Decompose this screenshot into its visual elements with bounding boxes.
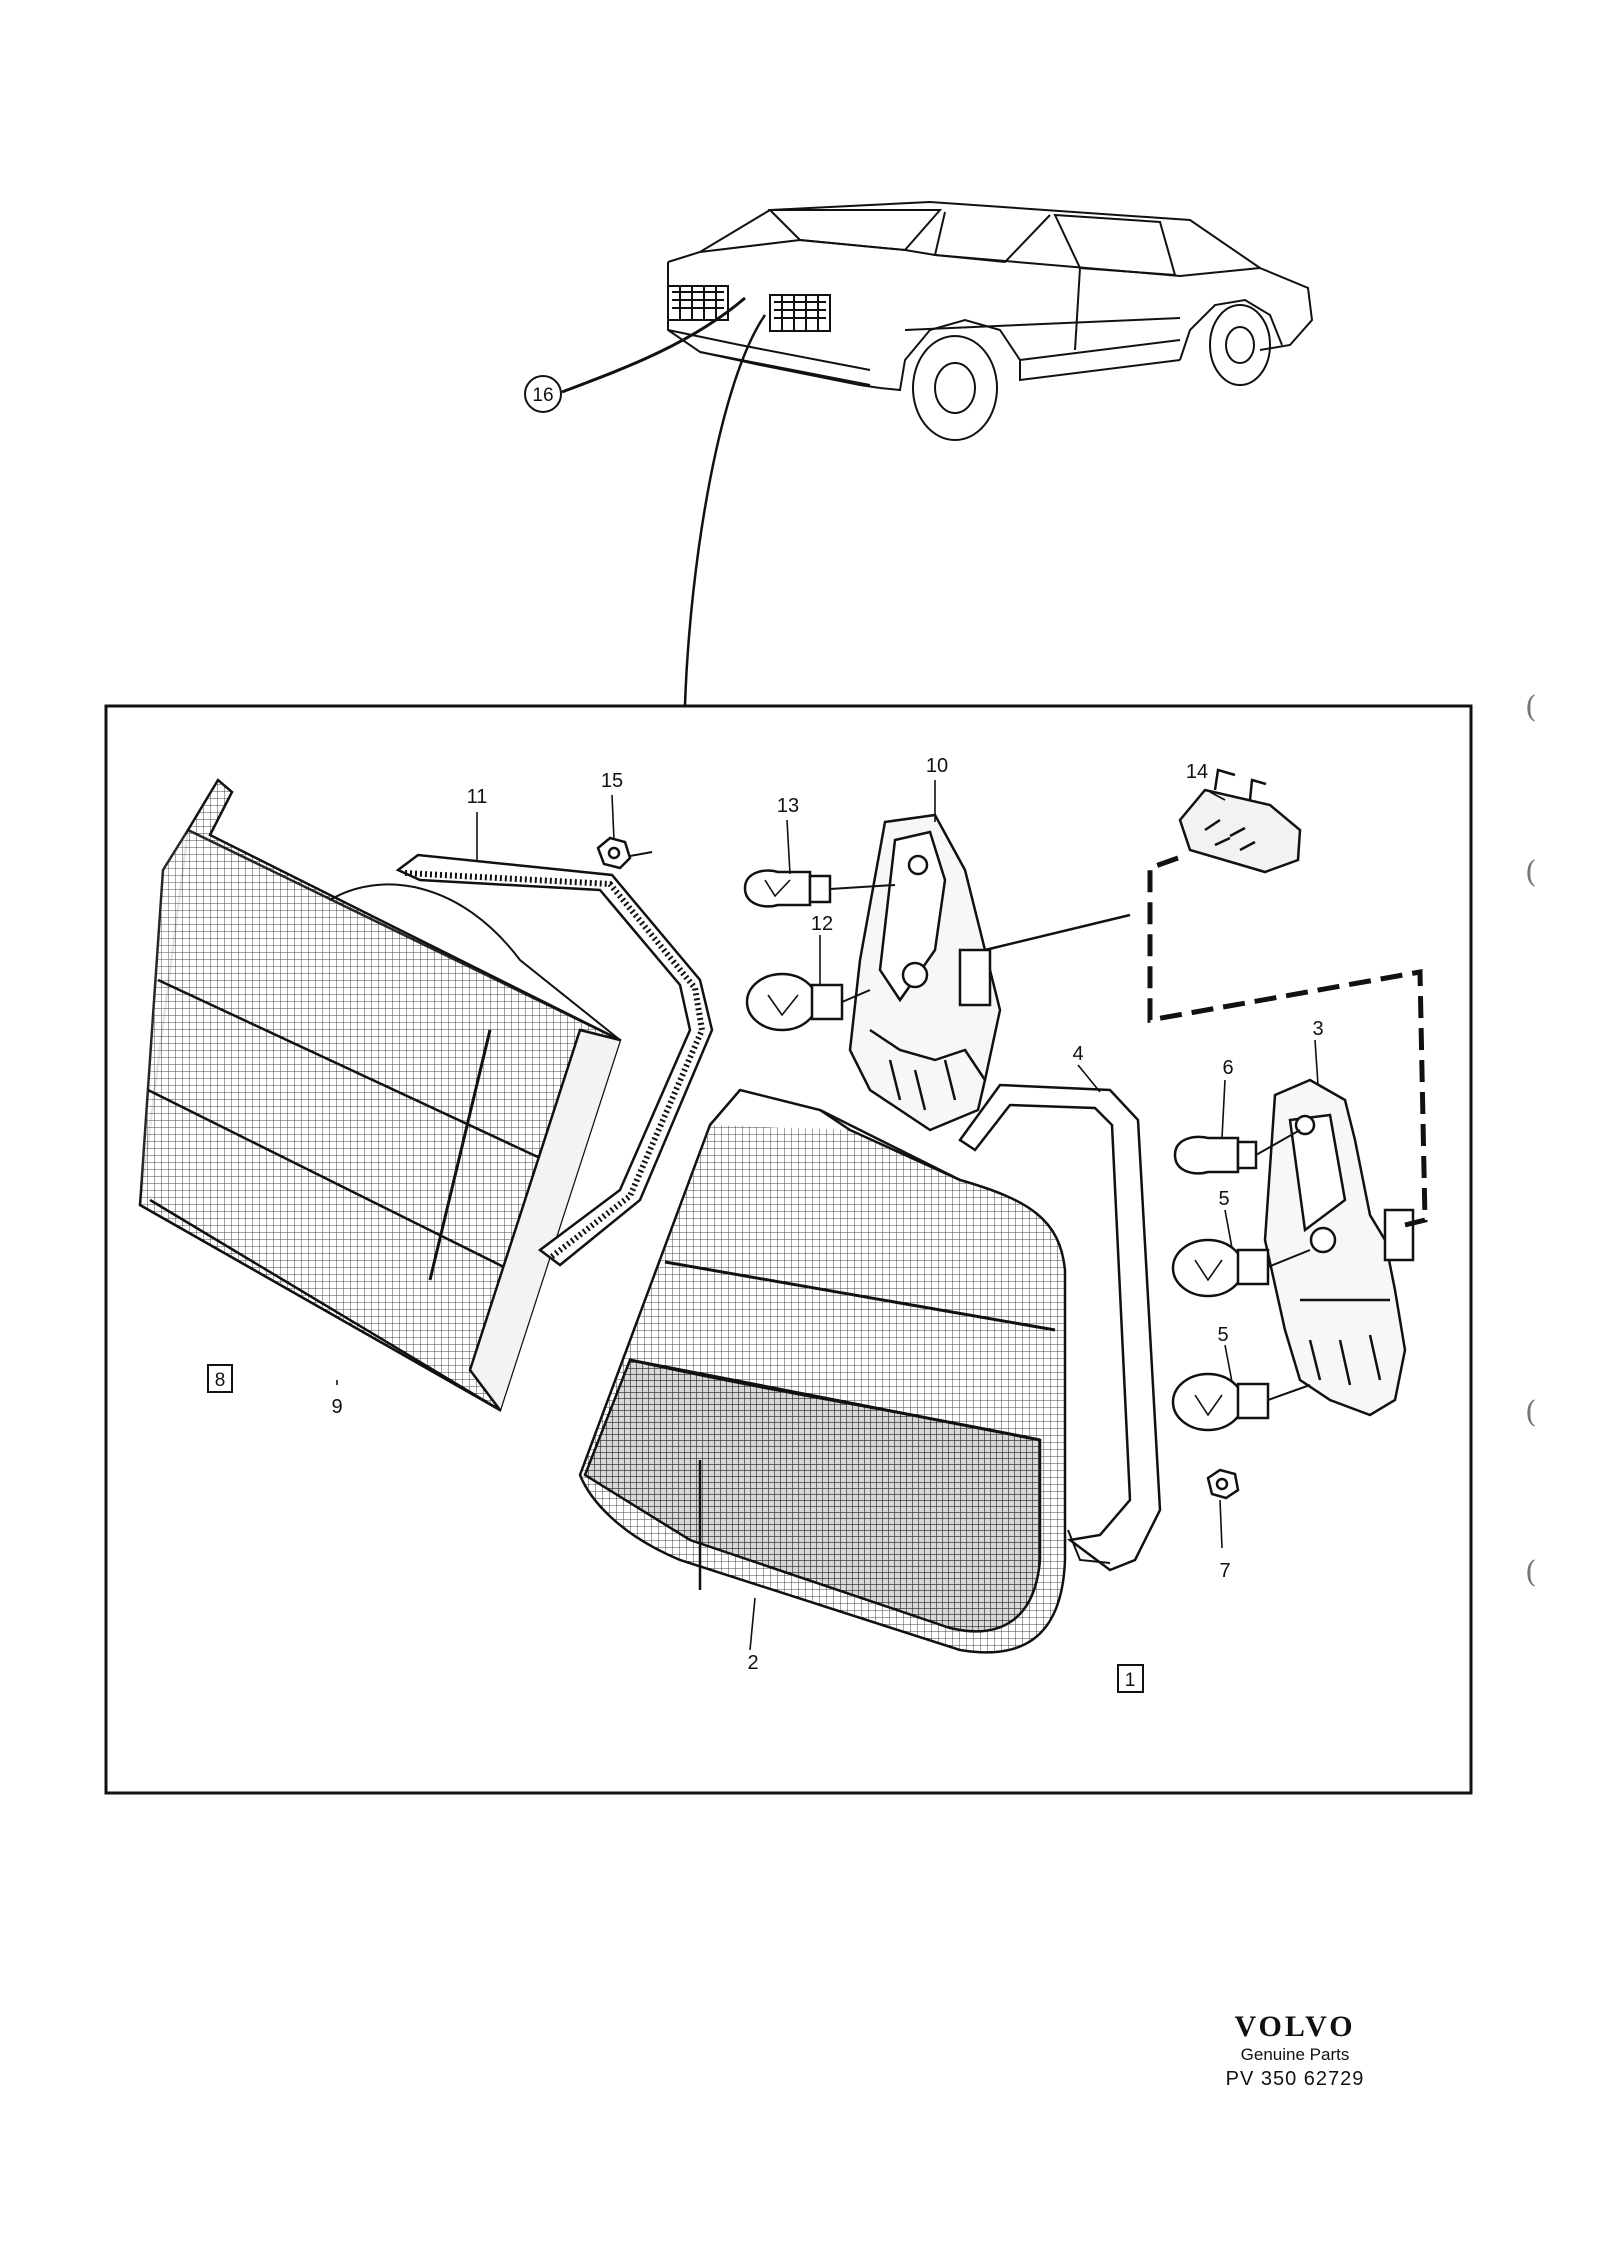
callout-16-label: 16	[532, 385, 553, 406]
bulb-6	[1173, 1129, 1301, 1175]
diagram-code: PV 350 62729	[1225, 2068, 1365, 2090]
callout-3: 3	[1312, 1018, 1323, 1040]
volvo-logo: VOLVO	[1234, 2010, 1356, 2043]
callout-7: 7	[1219, 1560, 1230, 1582]
callout-box-8: 8	[207, 1364, 233, 1393]
callout-14: 14	[1186, 761, 1208, 783]
callout-11: 11	[467, 786, 488, 808]
part-10-bulb-holder	[848, 813, 1002, 1132]
part-3-bulb-holder	[1263, 1078, 1415, 1417]
part-14-connector	[1178, 768, 1302, 874]
bulb-13	[743, 869, 896, 908]
callout-13: 13	[777, 795, 799, 817]
callout-12: 12	[811, 913, 833, 935]
callout-labels: 11 15 10 13 12 14 3 4 6 5 5 7 9 2	[331, 755, 1323, 1674]
callout-4: 4	[1072, 1043, 1083, 1065]
margin-mark-2: (	[1525, 855, 1537, 890]
callout-16: 16	[524, 375, 562, 413]
callout-5-upper: 5	[1218, 1188, 1229, 1210]
callout-6: 6	[1222, 1057, 1233, 1079]
wiring-link	[984, 913, 1131, 952]
bulb-12	[745, 972, 871, 1032]
callout-2: 2	[747, 1652, 758, 1674]
nut-7	[1206, 1468, 1240, 1500]
leader-lines	[336, 780, 1319, 1651]
callout-5-lower: 5	[1217, 1324, 1228, 1346]
brand-tagline: Genuine Parts	[1240, 2045, 1350, 2064]
callout-box-1: 1	[1117, 1664, 1144, 1693]
bulb-5-lower	[1171, 1372, 1311, 1432]
part-4-seal	[958, 1083, 1162, 1572]
margin-mark-4: (	[1525, 1555, 1537, 1590]
part-2-lens	[578, 1088, 1067, 1654]
callout-9: 9	[331, 1396, 342, 1418]
svg-text:8: 8	[215, 1370, 226, 1391]
wiring-dashed	[1147, 855, 1428, 1228]
margin-mark-3: (	[1525, 1395, 1537, 1430]
nut-15	[596, 836, 653, 870]
bulb-5-upper	[1171, 1238, 1311, 1298]
svg-text:1: 1	[1125, 1670, 1136, 1691]
part-11-seal	[395, 853, 714, 1267]
detail-frame	[104, 704, 1473, 1795]
car-illustration	[561, 200, 1314, 706]
callout-10: 10	[926, 755, 948, 777]
callout-15: 15	[601, 770, 623, 792]
part-9-lens	[138, 778, 622, 1412]
brand-block: VOLVO Genuine Parts PV 350 62729	[1170, 2010, 1420, 2092]
margin-mark-1: (	[1525, 690, 1537, 725]
